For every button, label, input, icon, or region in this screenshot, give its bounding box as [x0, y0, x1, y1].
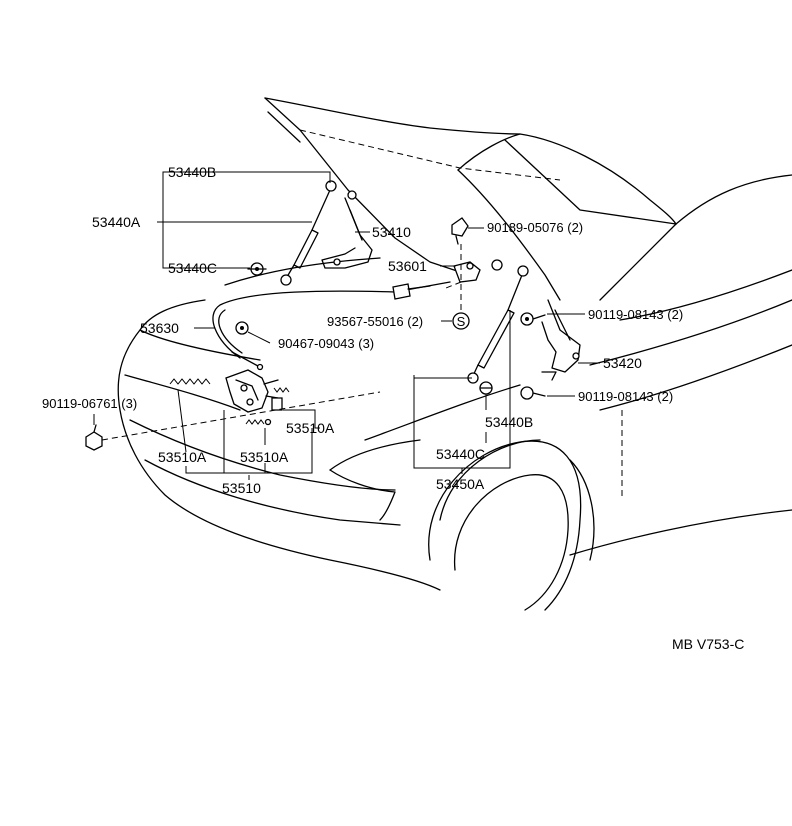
- car-body-outline: [117, 97, 792, 611]
- label-53450a: 53450A: [436, 476, 485, 492]
- label-53440c-right: 53440C: [436, 446, 485, 462]
- diagram-code: MB V753-C: [672, 636, 744, 652]
- label-53440b-top: 53440B: [168, 164, 216, 180]
- lock-spring-right: [271, 387, 290, 411]
- hood-support-strut-left: [280, 180, 337, 286]
- clip-90189: [451, 217, 469, 245]
- label-93567-55016: 93567-55016 (2): [327, 314, 423, 329]
- label-53510a-mid: 53510A: [240, 449, 289, 465]
- s-mark-text: S: [457, 314, 466, 329]
- leader-bolt-06761: [101, 391, 381, 441]
- part-labels: 53440B 53440A 53440C 53410 90189-05076 (…: [42, 164, 744, 652]
- label-90119-08143-a: 90119-08143 (2): [588, 307, 683, 322]
- label-90189-05076: 90189-05076 (2): [487, 220, 583, 235]
- bolt-90119-06761: [85, 424, 103, 451]
- hood-hinge-left: [321, 190, 373, 269]
- label-53440a: 53440A: [92, 214, 141, 230]
- hood-hinge-right: [541, 299, 581, 381]
- label-53630: 53630: [140, 320, 179, 336]
- bolt-90119-08143-a: [520, 312, 546, 326]
- leader-lines: [93, 171, 600, 480]
- label-53510a-left: 53510A: [158, 449, 207, 465]
- bolt-90467: [235, 321, 249, 335]
- label-53510: 53510: [222, 480, 261, 496]
- clip-53440c-right: [479, 381, 493, 395]
- leader-clip-53601: [445, 281, 462, 289]
- label-53440c-left: 53440C: [168, 260, 217, 276]
- label-90119-08143-b: 90119-08143 (2): [578, 389, 673, 404]
- clip-53440c-left: [247, 262, 267, 276]
- lock-spring-left: [169, 378, 211, 385]
- hood-lock-assembly: [225, 369, 279, 413]
- lock-spring-mid: [245, 418, 272, 426]
- hood-release-cable: [212, 281, 451, 371]
- label-53420: 53420: [603, 355, 642, 371]
- s-mark-symbol: S: [452, 312, 470, 330]
- label-90467-09043: 90467-09043 (3): [278, 336, 374, 351]
- label-53601: 53601: [388, 258, 427, 274]
- hood-support-strut-right: [467, 265, 529, 384]
- label-53410: 53410: [372, 224, 411, 240]
- label-53440b-right: 53440B: [485, 414, 533, 430]
- label-90119-06761: 90119-06761 (3): [42, 396, 137, 411]
- label-53510a-right: 53510A: [286, 420, 335, 436]
- bolt-90119-08143-b: [520, 386, 546, 400]
